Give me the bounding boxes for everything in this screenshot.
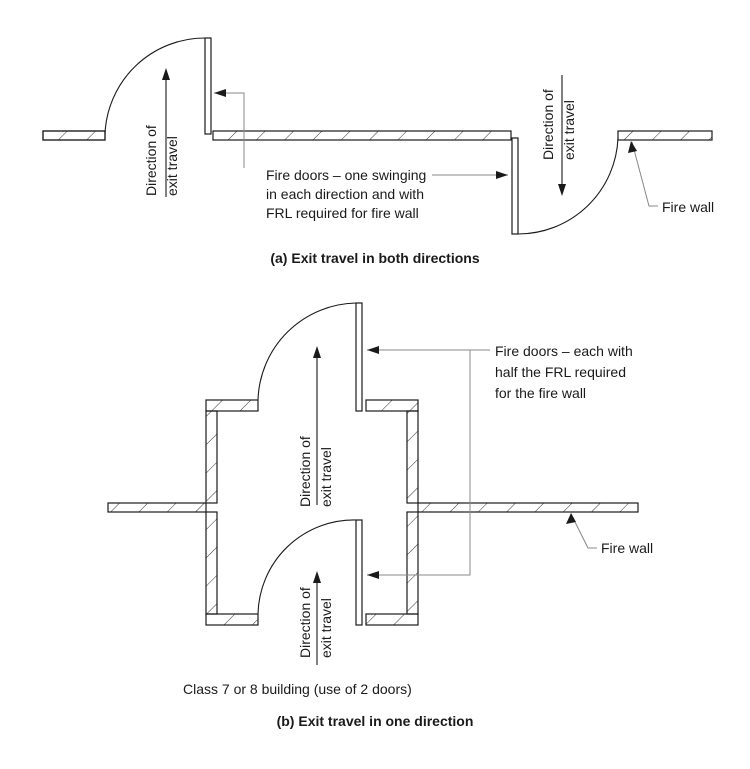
fire-wall-right xyxy=(418,503,638,512)
caption-a: (a) Exit travel in both directions xyxy=(270,250,479,266)
direction-label-left-2: exit travel xyxy=(164,136,180,196)
enclosure-walls xyxy=(205,399,419,626)
fire-doors-note-b-1: Fire doors – each with xyxy=(495,343,633,359)
fire-wall-label-b: Fire wall xyxy=(601,540,653,556)
fire-doors-note-b-3: for the fire wall xyxy=(495,385,586,401)
fire-door-lower xyxy=(355,519,363,626)
fire-door-right xyxy=(511,137,519,235)
leader-fire-wall-b xyxy=(570,513,597,549)
door-swing-arc-left xyxy=(104,37,206,135)
fire-doors-note-a-3: FRL required for fire wall xyxy=(266,205,419,221)
arrowhead-icon xyxy=(313,346,321,358)
direction-label-right-1: Direction of xyxy=(540,89,556,160)
fire-wall-left xyxy=(108,503,206,512)
arrowhead-icon xyxy=(558,184,566,196)
door-swing-arc-upper xyxy=(257,302,357,401)
leader-fire-wall-a xyxy=(631,141,658,207)
arrowhead-icon xyxy=(313,571,321,583)
direction-label-upper-1: Direction of xyxy=(297,436,313,507)
direction-label-lower-1: Direction of xyxy=(297,587,313,658)
direction-label-right-2: exit travel xyxy=(561,100,577,160)
diagram-a: Direction of exit travel Direction of ex… xyxy=(42,37,714,266)
direction-label-lower-2: exit travel xyxy=(318,598,334,658)
door-swing-arc-right xyxy=(517,137,619,235)
class-note-b: Class 7 or 8 building (use of 2 doors) xyxy=(183,681,412,697)
fire-door-upper xyxy=(355,302,363,412)
wall-segment-right xyxy=(618,131,712,140)
fire-door-left xyxy=(204,37,212,135)
fire-doors-note-b-2: half the FRL required xyxy=(495,364,626,380)
direction-label-left-1: Direction of xyxy=(143,125,159,196)
caption-b: (b) Exit travel in one direction xyxy=(277,713,474,729)
wall-segment-middle xyxy=(213,131,511,140)
wall-segment-left xyxy=(42,130,106,141)
door-swing-arc-lower xyxy=(257,519,357,615)
fire-wall-label-a: Fire wall xyxy=(662,199,714,215)
fire-doors-note-a-2: in each direction and with xyxy=(266,186,424,202)
diagram-b: Direction of exit travel Direction of ex… xyxy=(107,302,653,729)
fire-doors-note-a-1: Fire doors – one swinging xyxy=(266,167,426,183)
arrowhead-icon xyxy=(162,68,170,80)
direction-label-upper-2: exit travel xyxy=(318,447,334,507)
leader-fire-doors-b xyxy=(367,349,471,576)
